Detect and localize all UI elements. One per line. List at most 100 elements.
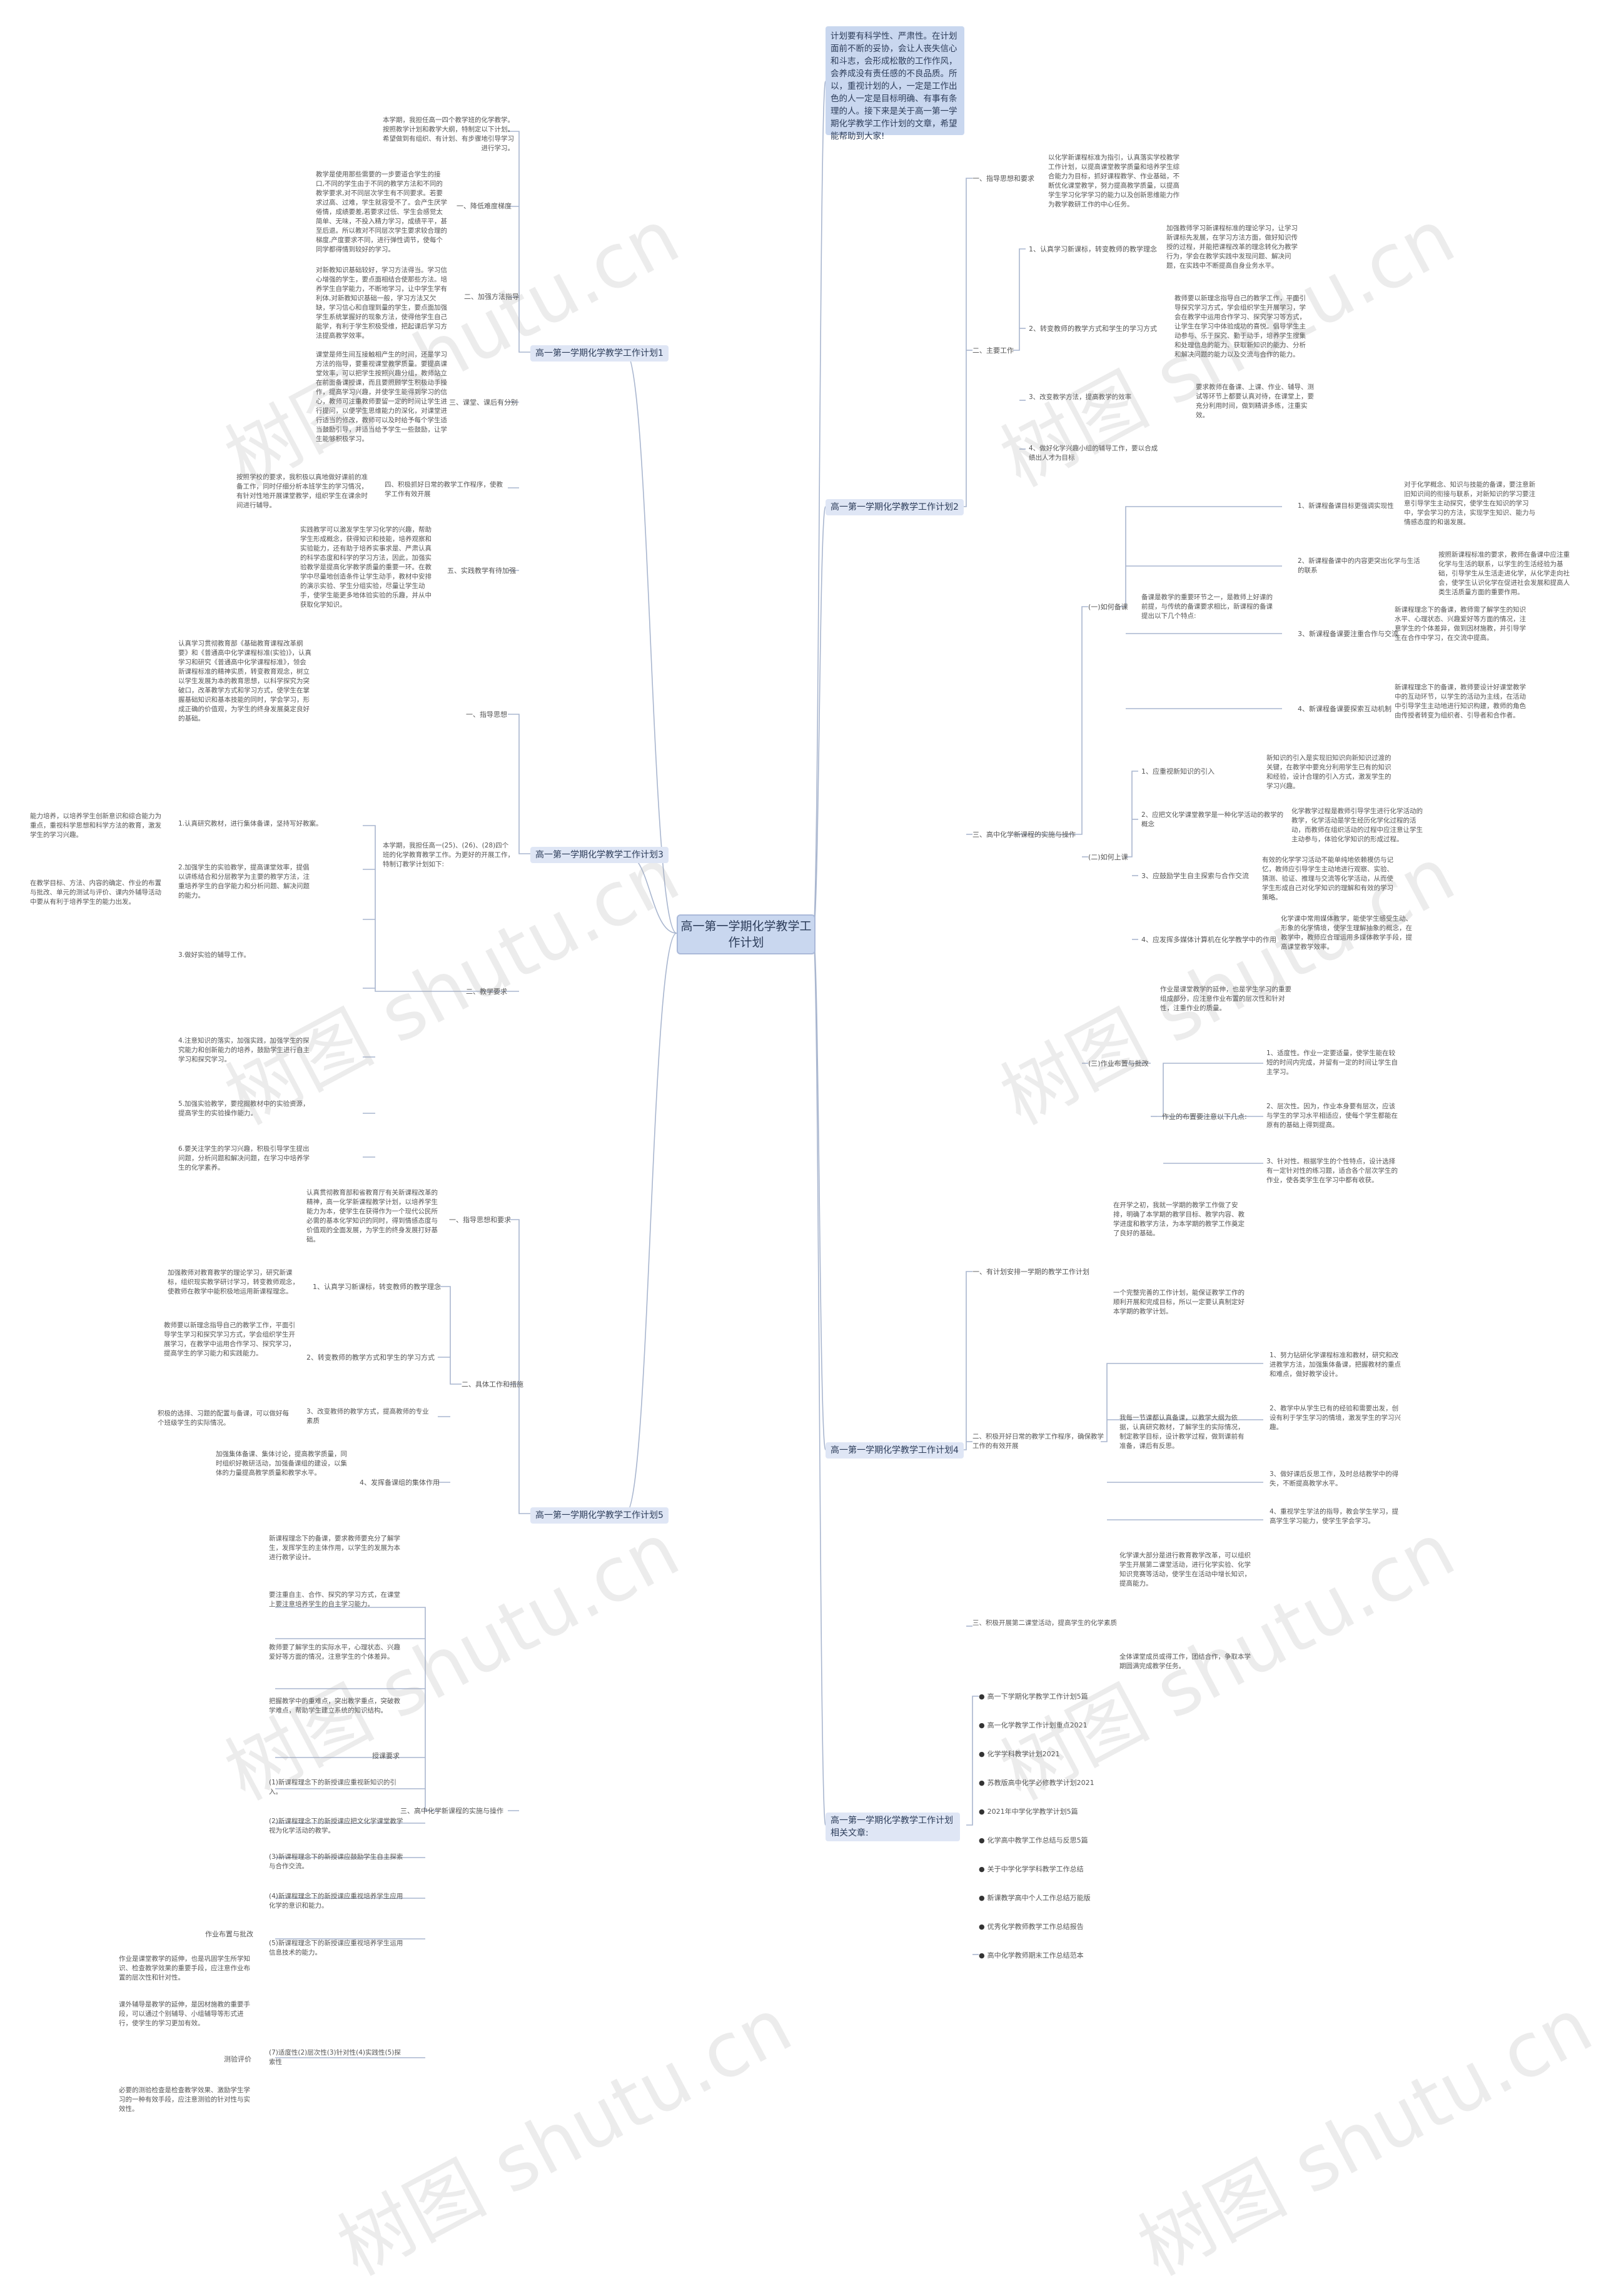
b1-s4[interactable]: 四、积极抓好日常的教学工作程序，使教学工作有效开展 xyxy=(385,481,503,498)
b1-s1[interactable]: 一、降低难度梯度 xyxy=(457,202,512,210)
b2-s3-b[interactable]: (二)如何上课 xyxy=(1088,853,1128,861)
b2-s3-c3: 3、针对性。根据学生的个性特点，设计选择有一定针对性的练习题，适合各个层次学生的… xyxy=(1266,1158,1398,1184)
b2-s3-a4-text: 新课程理念下的备课，教师要设计好课堂教学中的互动环节，以学生的活动为主线，在活动… xyxy=(1395,684,1526,719)
b3-s2-6: 6.要关注学生的学习兴趣，积极引导学生提出问题，分析问题和解决问题，在学习中培养… xyxy=(178,1145,310,1171)
b4-s1-text: 在开学之初，我就一学期的教学工作做了安排，明确了本学期的教学目标、教学内容、教学… xyxy=(1113,1201,1245,1237)
branch-plan-3[interactable]: 高一第一学期化学教学工作计划3 xyxy=(530,847,669,863)
b5-s3-4: (4)新课程理念下的新授课应重视培养学生应用化学的意识和能力。 xyxy=(269,1893,403,1909)
b1-intro: 本学期，我担任高一四个教学班的化学教学。按照教学计划和教学大纲，特制定以下计划。… xyxy=(383,116,514,152)
b4-s3-text2: 全体课堂成员或得工作，团结合作，争取本学期圆满完成教学任务。 xyxy=(1119,1653,1251,1670)
b3-s2-head: 本学期，我担任高一(25)、(26)、(28)四个班的化学教育教学工作。为更好的… xyxy=(383,842,514,868)
b5-s2-4-text: 加强集体备课、集体讨论，提高教学质量，同时组织好教研活动，加强备课组的建设，以集… xyxy=(216,1450,347,1477)
b5-s2-4[interactable]: 4、发挥备课组的集体作用 xyxy=(360,1479,440,1487)
b1-s2[interactable]: 二、加强方法指导 xyxy=(464,293,519,301)
b1-s1-text: 教学是使用那些需要的一步要道合学生的接口,不同的学生由于不同的教学方法和不同的教… xyxy=(316,171,447,253)
b2-s2-2[interactable]: 2、转变教师的教学方式和学生的学习方式 xyxy=(1029,325,1157,333)
b4-s2[interactable]: 二、积极开好日常的教学工作程序，确保教学工作的有效开展 xyxy=(972,1433,1104,1450)
b2-s3-b3[interactable]: 3、应鼓励学生自主探索与合作交流 xyxy=(1141,872,1249,880)
related-link[interactable]: ●高一化学教学工作计划重点2021 xyxy=(979,1721,1088,1729)
b2-s3-a[interactable]: (一)如何备课 xyxy=(1088,603,1128,611)
b5-s2-2-text: 教师要以新理念指导自己的教学工作，平面引导学生学习和探究学习方式，学会组织学生开… xyxy=(164,1322,295,1357)
b2-s3-c-sub[interactable]: 作业的布置要注意以下几点: xyxy=(1162,1113,1247,1121)
branch-plan-1[interactable]: 高一第一学期化学教学工作计划1 xyxy=(530,345,669,362)
branch-plan-5[interactable]: 高一第一学期化学教学工作计划5 xyxy=(530,1507,669,1524)
b5-hw-text: 作业是课堂教学的延伸，也是巩固学生所学知识、检查教学效果的重要手段，应注意作业布… xyxy=(119,1955,250,1981)
b2-s1[interactable]: 一、指导思想和要求 xyxy=(972,174,1034,183)
b2-s3[interactable]: 三、高中化学新课程的实施与操作 xyxy=(972,831,1076,839)
b2-s3-b3-text: 有效的化学学习活动不能单纯地依赖模仿与记忆，教师应引导学生主动地进行观察、实验、… xyxy=(1262,856,1393,901)
b3-s1[interactable]: 一、指导思想 xyxy=(466,711,507,719)
b2-s2-1[interactable]: 1、认真学习新课标，转变教师的教学理念 xyxy=(1029,245,1157,253)
b2-s3-a1[interactable]: 1、新课程备课目标更强调实现性 xyxy=(1298,502,1394,510)
b5-s3-1: (1)新课程理念下的新授课应重视新知识的引入。 xyxy=(269,1779,396,1796)
related-link[interactable]: ●高中化学教师期末工作总结范本 xyxy=(979,1951,1084,1960)
b5-s2-2[interactable]: 2、转变教师的教学方式和学生的学习方式 xyxy=(306,1353,435,1362)
b2-s2[interactable]: 二、主要工作 xyxy=(972,346,1014,355)
b5-s3-6: (7)适度性(2)层次性(3)针对性(4)实践性(5)探索性 xyxy=(269,2049,401,2066)
b3-s1-text: 认真学习贯彻教育部《基础教育课程改革纲要》和《普通高中化学课程标准(实验)》，认… xyxy=(178,640,311,722)
b4-s3-text: 化学课大部分是进行教育教学改革，可以组织学生开展第二课堂活动，进行化学实验、化学… xyxy=(1119,1552,1251,1587)
b5-s3-2: (2)新课程理念下的新授课应把文化学课堂教学视为化学活动的教学。 xyxy=(269,1818,403,1834)
b4-s3[interactable]: 三、积极开展第二课堂活动，提高学生的化学素质 xyxy=(972,1619,1117,1627)
b3-s2-1-left: 能力培养，以培养学生创新意识和综合能力为重点，重视科学思想和科学方法的教育，激发… xyxy=(30,812,161,839)
b5-eval[interactable]: 测验评价 xyxy=(224,2055,251,2063)
b2-s3-b4[interactable]: 4、应发挥多媒体计算机在化学教学中的作用 xyxy=(1141,936,1276,944)
b2-s3-c1: 1、适度性。作业一定要适量，使学生能在较短的时间内完成，并留有一定的时间让学生自… xyxy=(1266,1049,1398,1076)
root-topic[interactable]: 高一第一学期化学教学工作计划 xyxy=(677,914,816,954)
b2-s3-a2[interactable]: 2、新课程备课中的内容更突出化学与生活的联系 xyxy=(1298,557,1420,574)
b2-s3-b1-text: 新知识的引入是实现旧知识向新知识过渡的关键，在教学中要充分利用学生已有的知识和经… xyxy=(1266,754,1391,790)
b5-s2[interactable]: 二、具体工作和措施 xyxy=(462,1380,523,1388)
b3-s2-1: 1.认真研究教材，进行集体备课，坚持写好教案。 xyxy=(178,820,323,827)
b2-s3-a2-text: 按照新课程标准的要求，教师在备课中应注重化学与生活的联系，以学生的生活经验为基础… xyxy=(1438,551,1570,596)
b4-s2-4: 4、重视学生学法的指导，教会学生学习，提高学生学习能力，使学生学会学习。 xyxy=(1270,1508,1399,1525)
branch-plan-2[interactable]: 高一第一学期化学教学工作计划2 xyxy=(826,499,964,515)
b5-s2-1[interactable]: 1、认真学习新课标，转变教师的教学理念 xyxy=(313,1283,441,1291)
b2-s3-c[interactable]: (三)作业布置与批改 xyxy=(1088,1059,1149,1068)
b1-s2-text: 对新教知识基础较好，学习方法得当。学习信心增强的学生，要点面相结合使那些方法。培… xyxy=(316,266,447,340)
b1-s5-text: 实践教学可以激发学生学习化学的兴趣，帮助学生形成概念，获得知识和技能，培养观察和… xyxy=(300,526,432,609)
b2-s3-b2-text: 化学教学过程是教师引导学生进行化学活动的教学，化学活动是学生经历化学化过程的活动… xyxy=(1291,807,1423,843)
b5-s3-head[interactable]: 授课要求 xyxy=(372,1752,400,1760)
b4-s1[interactable]: 一、有计划安排一学期的教学工作计划 xyxy=(972,1268,1089,1276)
related-link[interactable]: ●新课教学高中个人工作总结万能版 xyxy=(979,1894,1091,1902)
b5-s2-3[interactable]: 3、改变教师的教学方式，提高教师的专业素质 xyxy=(306,1408,429,1425)
b5-s3[interactable]: 三、高中化学新课程的实施与操作 xyxy=(400,1807,503,1815)
b2-s3-c-text: 作业是课堂教学的延伸，也是学生学习的重要组成部分，应注意作业布置的层次性和针对性… xyxy=(1160,986,1291,1012)
b5-s1[interactable]: 一、指导思想和要求 xyxy=(449,1216,511,1224)
branch-related-articles[interactable]: 高一第一学期化学教学工作计划相关文章: xyxy=(826,1813,960,1841)
b5-s2-1-text: 加强教师对教育教学的理论学习，研究新课标，组织现实教学研讨学习，转变教师观念，使… xyxy=(168,1269,299,1295)
b2-s3-b2[interactable]: 2、应把文化学课堂教学是一种化学活动的教学的概念 xyxy=(1141,811,1284,828)
b5-eval-text: 课外辅导是教学的延伸，是因材施教的重要手段，可以通过个别辅导、小组辅导等形式进行… xyxy=(119,2001,250,2027)
b2-s3-a1-text: 对于化学概念、知识与技能的备课，要注意新旧知识间的衔接与联系，对新知识的学习要注… xyxy=(1404,481,1535,526)
b2-s3-a4[interactable]: 4、新课程备课要探索互动机制 xyxy=(1298,705,1391,713)
b3-s2[interactable]: 二、教学要求 xyxy=(466,988,507,996)
b1-s5[interactable]: 五、实践教学有待加强 xyxy=(447,567,516,575)
related-link[interactable]: ●关于中学化学学科教学工作总结 xyxy=(979,1865,1084,1873)
b5-s3-text4: 把握教学中的重难点，突出教学重点，突破教学难点，帮助学生建立系统的知识结构。 xyxy=(269,1697,400,1714)
related-link[interactable]: ●优秀化学教师教学工作总结报告 xyxy=(979,1923,1084,1931)
b5-hw[interactable]: 作业布置与批改 xyxy=(205,1930,253,1938)
connector-lines xyxy=(275,81,1282,2058)
branch-plan-4[interactable]: 高一第一学期化学教学工作计划4 xyxy=(826,1442,964,1459)
b5-eval-text2: 必要的测验检查是检查教学效果、激励学生学习的一种有效手段，应注意测验的针对性与实… xyxy=(119,2086,250,2113)
b3-s2-2-left: 在教学目标、方法、内容的确定、作业的布置与批改、单元的测试与评价、课内外辅导活动… xyxy=(30,879,161,906)
b2-s2-3-text: 要求教师在备课、上课、作业、辅导、测试等环节上都要认真对待，在课堂上，要充分利用… xyxy=(1196,383,1314,419)
b2-s3-b1[interactable]: 1、应重视新知识的引入 xyxy=(1141,767,1215,776)
related-link[interactable]: ●高一下学期化学教学工作计划5篇 xyxy=(979,1692,1088,1701)
b4-s2-3: 3、做好课后反思工作，及时总结教学中的得失，不断提高教学水平。 xyxy=(1270,1470,1399,1487)
b5-s3-text2: 要注重自主、合作、探究的学习方式，在课堂上要注意培养学生的自主学习能力。 xyxy=(269,1591,400,1608)
b2-s2-4[interactable]: 4、做好化学兴趣小组的辅导工作，要以合成绩出人才为目标 xyxy=(1029,445,1158,462)
b4-s2-2: 2、教学中从学生已有的经验和需要出发，创设有利于学生学习的情境，激发学生的学习兴… xyxy=(1270,1405,1401,1431)
b2-s3-a3[interactable]: 3、新课程备课要注重合作与交流 xyxy=(1298,630,1398,638)
b2-s2-1-text: 加强教师学习新课程标准的理论学习，让学习新课标先发展，在学习方法方面，做好知识传… xyxy=(1166,225,1298,270)
b5-s3-text1: 新课程理念下的备课，要求教师要充分了解学生，发挥学生的主体作用，以学生的发展为本… xyxy=(269,1535,400,1561)
b5-s1-text: 认真贯彻教育部和省教育厅有关新课程改革的精神，高一化学新课程教学计划，以培养学生… xyxy=(306,1189,438,1243)
b3-s2-4: 4.注意知识的落实，加强实践，加强学生的探究能力和创新能力的培养，鼓励学生进行自… xyxy=(178,1037,310,1063)
related-link[interactable]: ●苏教版高中化学必修教学计划2021 xyxy=(979,1779,1094,1787)
b1-s3[interactable]: 三、课堂、课后有分别 xyxy=(449,398,518,407)
related-link[interactable]: ●2021年中学化学教学计划5篇 xyxy=(979,1808,1078,1816)
related-link[interactable]: ●化学学科教学计划2021 xyxy=(979,1750,1060,1758)
b2-s2-3[interactable]: 3、改变教学方法，提高教学的效率 xyxy=(1029,393,1132,401)
related-link[interactable]: ●化学高中教学工作总结与反思5篇 xyxy=(979,1836,1088,1844)
b3-s2-3: 3.做好实验的辅导工作。 xyxy=(178,951,251,959)
